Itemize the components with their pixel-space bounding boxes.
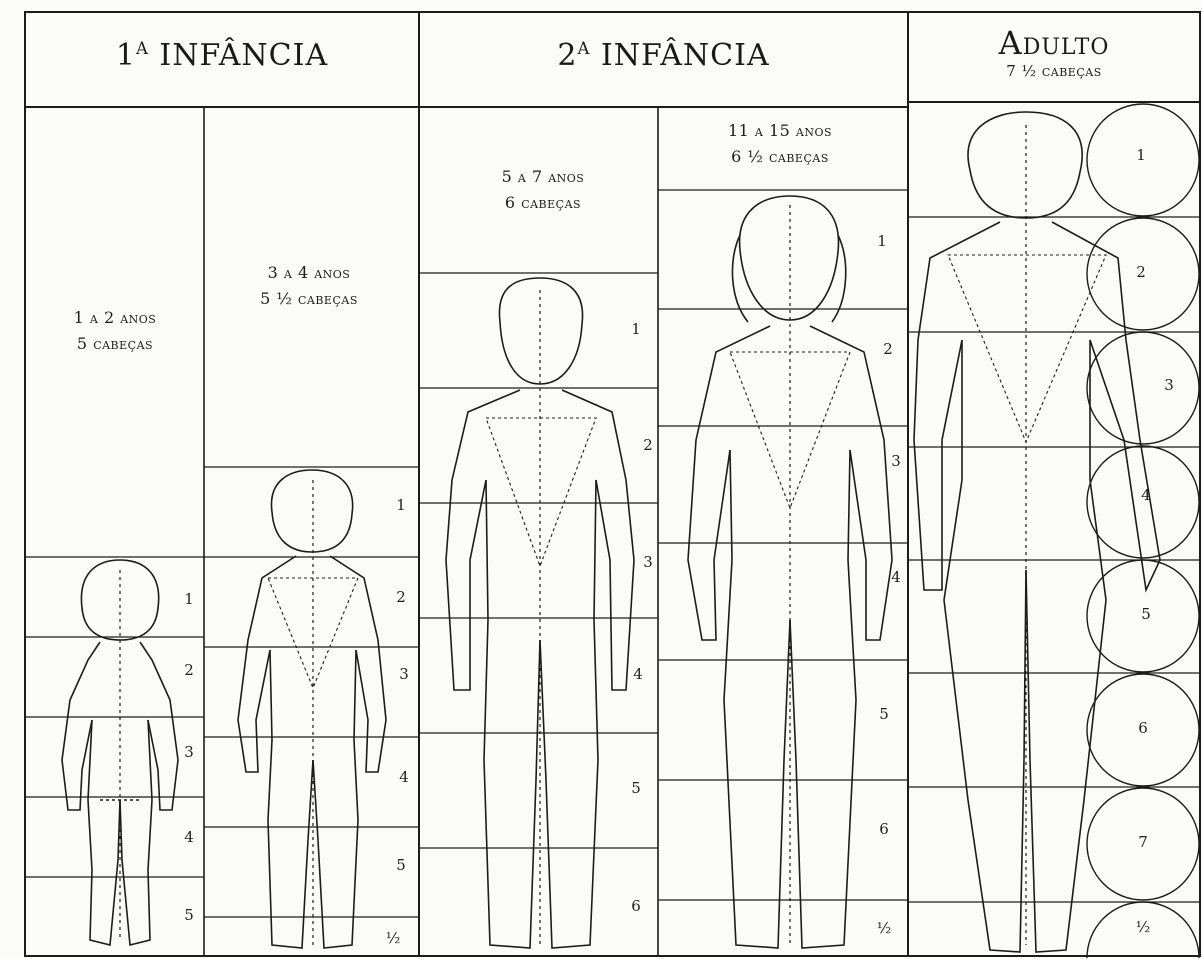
age-range: 5 a 7 anos [458, 164, 628, 190]
header-adulto: Adulto 7 ½ cabeças [908, 24, 1200, 80]
age-range: 1 a 2 anos [40, 305, 190, 331]
head-count-mark: 1 [1136, 146, 1146, 164]
figure-adult [914, 112, 1160, 952]
head-count-mark: 1 [631, 320, 641, 338]
header-superscript: A [136, 39, 149, 58]
age-label-col2: 3 a 4 anos 5 ½ cabeças [224, 260, 394, 312]
head-grid-col3 [419, 273, 658, 848]
head-count-mark: 6 [631, 897, 641, 915]
header-text: INFÂNCIA [149, 38, 328, 73]
head-count-mark: 2 [643, 436, 653, 454]
header-superscript: A [577, 39, 590, 58]
head-count-mark: 3 [399, 665, 409, 683]
head-count-mark: ½ [1136, 918, 1151, 936]
age-range: 11 a 15 anos [690, 118, 870, 144]
head-count-mark: 5 [879, 705, 889, 723]
head-count-mark: 3 [1164, 376, 1174, 394]
head-count-mark: 1 [184, 590, 194, 608]
head-count-mark: 5 [184, 906, 194, 924]
head-count-mark: 3 [891, 452, 901, 470]
age-range: 3 a 4 anos [224, 260, 394, 286]
head-count-mark: 3 [643, 553, 653, 571]
head-count-mark: 2 [184, 661, 194, 679]
head-count-mark: 5 [1141, 605, 1151, 623]
header-number: 2 [557, 38, 577, 73]
age-label-col4: 11 a 15 anos 6 ½ cabeças [690, 118, 870, 170]
head-count-mark: 1 [396, 496, 406, 514]
head-count-mark: ½ [877, 919, 892, 937]
head-count-mark: 2 [1136, 263, 1146, 281]
head-count-mark: 1 [877, 232, 887, 250]
head-count: 5 ½ cabeças [224, 286, 394, 312]
head-count-mark: 6 [879, 820, 889, 838]
head-grid-col2 [204, 467, 419, 917]
figure-toddler [62, 560, 178, 945]
head-count-mark: 5 [631, 779, 641, 797]
head-count-mark: 5 [396, 856, 406, 874]
head-grid-col5 [908, 217, 1200, 902]
head-count-mark: 4 [891, 568, 901, 586]
header-primeira-infancia: 1A INFÂNCIA [25, 38, 419, 73]
figure-child-3-4 [238, 470, 386, 948]
head-count-mark: 4 [633, 665, 643, 683]
head-count-mark: 3 [184, 743, 194, 761]
age-label-col3: 5 a 7 anos 6 cabeças [458, 164, 628, 216]
header-adulto-subtitle: 7 ½ cabeças [908, 62, 1200, 80]
head-count-mark: 6 [1138, 719, 1148, 737]
header-adulto-title: Adulto [908, 24, 1200, 62]
age-label-col1: 1 a 2 anos 5 cabeças [40, 305, 190, 357]
head-count-mark: ½ [386, 929, 401, 947]
header-text: INFÂNCIA [590, 38, 769, 73]
head-count-mark: 2 [396, 588, 406, 606]
head-count: 6 ½ cabeças [690, 144, 870, 170]
head-count-mark: 4 [1141, 486, 1151, 504]
head-grid-col1 [25, 557, 204, 877]
head-count-mark: 4 [399, 768, 409, 786]
head-count-mark: 4 [184, 828, 194, 846]
head-count: 6 cabeças [458, 190, 628, 216]
head-count: 5 cabeças [40, 331, 190, 357]
header-number: 1 [116, 38, 136, 73]
head-count-mark: 2 [883, 340, 893, 358]
adult-head-circles [1087, 104, 1199, 958]
head-count-mark: 7 [1138, 833, 1148, 851]
chart-frame [25, 12, 1200, 956]
header-segunda-infancia: 2A INFÂNCIA [419, 38, 908, 73]
